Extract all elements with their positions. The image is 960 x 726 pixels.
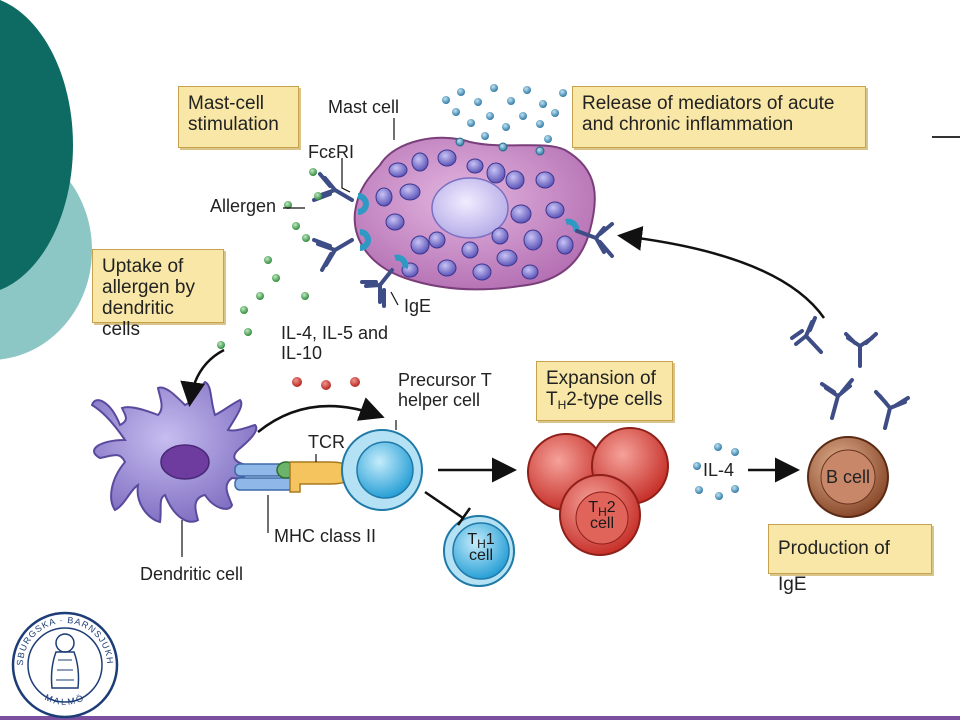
- dendritic-cell: [90, 380, 258, 524]
- precursor-t-helper-cell: [341, 429, 423, 511]
- label-tcr: TCR: [308, 432, 345, 452]
- th1-t: T: [467, 531, 478, 548]
- inhibit-bar: [456, 507, 472, 526]
- cytokine-dots: [292, 377, 360, 390]
- expansion-t: T: [546, 389, 558, 410]
- b-cell: [807, 436, 889, 518]
- th1-h: H: [477, 537, 486, 551]
- box-release-mediators-text: Release of mediators of acute and chroni…: [582, 93, 835, 135]
- mast-cell-nucleus: [431, 177, 509, 239]
- svg-text:MALMÖ: MALMÖ: [43, 692, 86, 707]
- label-b-cell: B cell: [826, 467, 871, 487]
- box-expansion-line2: TH2-type cells: [546, 389, 663, 412]
- label-ige: IgE: [404, 296, 432, 316]
- box-release-mediators: Release of mediators of acute and chroni…: [572, 86, 866, 148]
- box-production-ige: Production of IgE: [768, 524, 932, 595]
- box-expansion-th2: Expansion of TH2-type cells: [536, 361, 673, 421]
- th1-n: 1: [485, 531, 495, 548]
- arrow-to-precursor: [257, 397, 385, 433]
- box-production-ige-text: Production of IgE: [778, 538, 890, 595]
- th2-t: T: [588, 499, 599, 516]
- th1-cell: [443, 515, 515, 587]
- th2-n: 2: [606, 499, 616, 516]
- box-uptake-allergen: Uptake of allergen by dendritic cells: [92, 249, 224, 340]
- label-il4: IL-4: [703, 460, 735, 480]
- logo-text-bottom: MALMÖ: [43, 692, 84, 707]
- th2-h: H: [598, 505, 607, 519]
- mast-cell: [353, 136, 596, 291]
- box-mast-cell-stimulation: Mast-cell stimulation: [178, 86, 299, 148]
- label-precursor: Precursor T helper cell: [398, 370, 492, 410]
- mhc-tcr-complex: [234, 461, 356, 493]
- label-mast-cell: Mast cell: [328, 97, 400, 117]
- th2-label: TH2 cell: [577, 500, 627, 532]
- mast-cell-granules: [375, 149, 574, 281]
- il4-dots: [693, 443, 739, 500]
- expansion-h: H: [557, 398, 567, 412]
- th2-cells: [527, 427, 669, 556]
- box-mast-cell-stimulation-text: Mast-cell stimulation: [188, 93, 279, 135]
- leader-lines: [181, 118, 399, 557]
- label-allergen: Allergen: [210, 196, 277, 216]
- inhibit-line: [424, 490, 464, 520]
- label-cytokines: IL-4, IL-5 and IL-10: [281, 323, 389, 363]
- box-uptake-allergen-text: Uptake of allergen by dendritic cells: [102, 256, 195, 340]
- th1-cell-word: cell: [468, 547, 493, 564]
- bound-allergens: [302, 168, 322, 242]
- free-ige: [790, 316, 910, 430]
- label-fceri: FcεRI: [308, 142, 355, 162]
- arrows: [180, 225, 826, 526]
- box-expansion-line1: Expansion of: [546, 368, 656, 389]
- arrow-ige-to-mast: [617, 225, 826, 319]
- dendritic-nucleus: [160, 444, 210, 480]
- mediator-dots: [442, 84, 567, 143]
- th1-label: TH1 cell: [456, 532, 506, 564]
- teal-dark-shape: [0, 0, 73, 291]
- arrow-uptake: [180, 348, 225, 407]
- label-dendritic-cell: Dendritic cell: [140, 564, 244, 584]
- th2-cell-word: cell: [589, 515, 614, 532]
- expansion-rest: 2-type cells: [566, 389, 663, 410]
- label-mhc: MHC class II: [274, 526, 377, 546]
- ige-antibodies: [312, 172, 614, 308]
